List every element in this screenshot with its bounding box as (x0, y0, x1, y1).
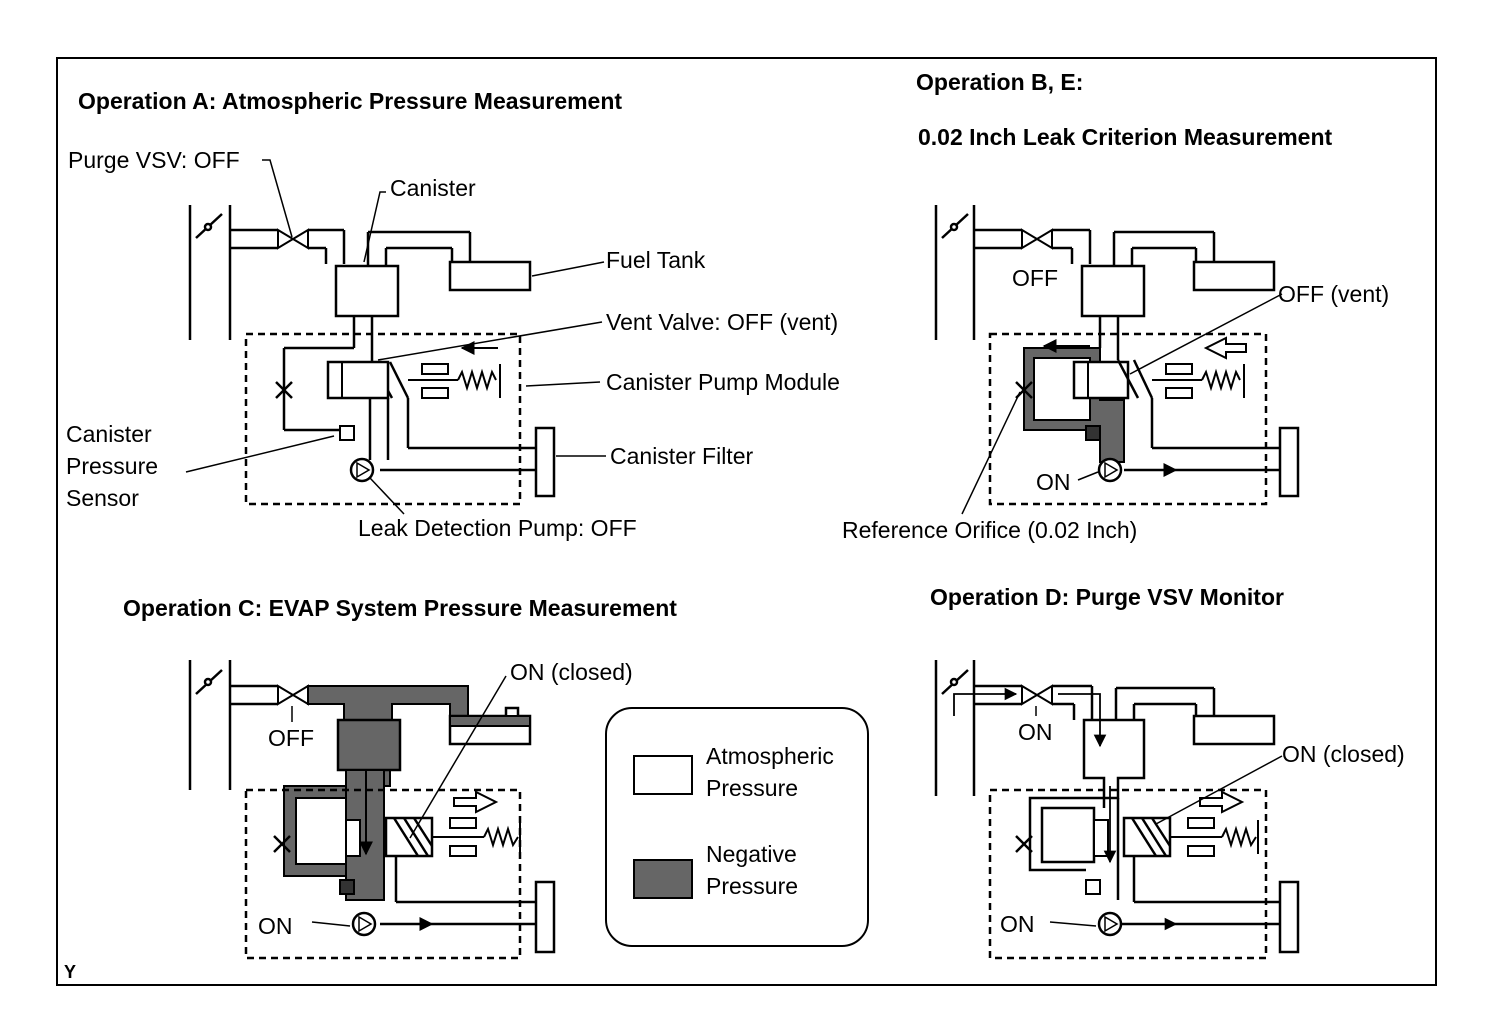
fuel-tank-label: Fuel Tank (606, 247, 706, 273)
panel-a-purge-line (230, 228, 346, 264)
sensor-label-line1: Canister (66, 421, 152, 447)
vent-valve-body (326, 360, 390, 400)
legend-swatch-negative (633, 859, 693, 899)
canister-filter (534, 426, 556, 498)
panel-d-title: Operation D: Purge VSV Monitor (930, 584, 1284, 610)
panel-d-vent-label: ON (closed) (1282, 741, 1405, 767)
canister-c (336, 718, 402, 772)
leak-pump-label: Leak Detection Pump: OFF (358, 515, 637, 541)
panel-b-title-line1: Operation B, E: (916, 69, 1083, 95)
canister-filter-d (1278, 880, 1300, 954)
legend-swatch-atmospheric (633, 755, 693, 795)
vent-flow-arrow-icon (1203, 336, 1247, 360)
corner-mark: Y (64, 962, 76, 982)
canister-filter-label: Canister Filter (610, 443, 753, 469)
canister (334, 264, 400, 318)
canister-filter-b (1278, 426, 1300, 498)
vent-flow-arrow-icon (453, 790, 499, 814)
purge-vsv-valve-b (1021, 228, 1053, 250)
panel-operation-c: Operation C: EVAP System Pressure Measur… (123, 595, 677, 960)
reference-orifice-label: Reference Orifice (0.02 Inch) (842, 517, 1137, 543)
canister-pressure-sensor (339, 425, 355, 441)
panel-b-pump-label: ON (1036, 469, 1071, 495)
canister-label: Canister (390, 175, 476, 201)
vent-valve-label: Vent Valve: OFF (vent) (606, 309, 838, 335)
canister-pump-module-d (988, 788, 1268, 960)
purge-vsv-valve-d (1021, 684, 1053, 706)
panel-operation-b: Operation B, E: 0.02 Inch Leak Criterion… (842, 69, 1389, 543)
panel-c-vsv-label: OFF (268, 725, 314, 751)
panel-c-pump-label: ON (258, 913, 293, 939)
panel-d-pump-label: ON (1000, 911, 1035, 937)
panel-b-vent-label: OFF (vent) (1278, 281, 1389, 307)
panel-c-title: Operation C: EVAP System Pressure Measur… (123, 595, 677, 621)
panel-a-tank-line (366, 230, 472, 266)
fuel-tank (448, 260, 532, 292)
panel-operation-a: Operation A: Atmospheric Pressure Measur… (66, 88, 840, 541)
pump-module-label: Canister Pump Module (606, 369, 840, 395)
legend: Atmospheric Pressure Negative Pressure (605, 707, 869, 947)
panel-b-vsv-label: OFF (1012, 265, 1058, 291)
canister-pump-module-c (244, 788, 522, 960)
panel-operation-d: Operation D: Purge VSV Monitor (930, 584, 1405, 960)
fuel-tank-d (1192, 714, 1276, 746)
fuel-tank-b (1192, 260, 1276, 292)
panel-b-pipes (934, 205, 1216, 340)
purge-vsv-valve-c (277, 684, 309, 706)
leak-detection-pump-icon (349, 457, 375, 483)
panel-a-title: Operation A: Atmospheric Pressure Measur… (78, 88, 622, 114)
panel-c-vent-label: ON (closed) (510, 659, 633, 685)
panel-b-title-line2: 0.02 Inch Leak Criterion Measurement (918, 124, 1332, 150)
panel-a-leaders (185, 159, 606, 515)
canister-d (1082, 718, 1146, 800)
vent-flow-arrow-icon (1199, 790, 1245, 814)
legend-atmospheric-line2: Pressure (706, 775, 798, 801)
vent-valve-closed-c (384, 816, 434, 858)
canister-pump-module (244, 332, 522, 506)
vent-valve-closed-d (1122, 816, 1172, 858)
panel-a-intake (188, 205, 232, 340)
purge-vsv-label: Purge VSV: OFF (68, 147, 240, 173)
panel-d-vsv-label: ON (1018, 719, 1053, 745)
diagram-frame (56, 57, 1437, 986)
legend-atmospheric-line1: Atmospheric (706, 743, 834, 769)
canister-pump-module-b (988, 332, 1268, 506)
canister-b (1080, 264, 1146, 318)
legend-negative-line1: Negative (706, 841, 797, 867)
sensor-label-line3: Sensor (66, 485, 139, 511)
purge-vsv-valve (277, 228, 309, 250)
solenoid-coil-icon (408, 363, 501, 399)
reference-orifice-icon (275, 381, 293, 399)
legend-negative-line2: Pressure (706, 873, 798, 899)
canister-filter-c (534, 880, 556, 954)
sensor-label-line2: Pressure (66, 453, 158, 479)
